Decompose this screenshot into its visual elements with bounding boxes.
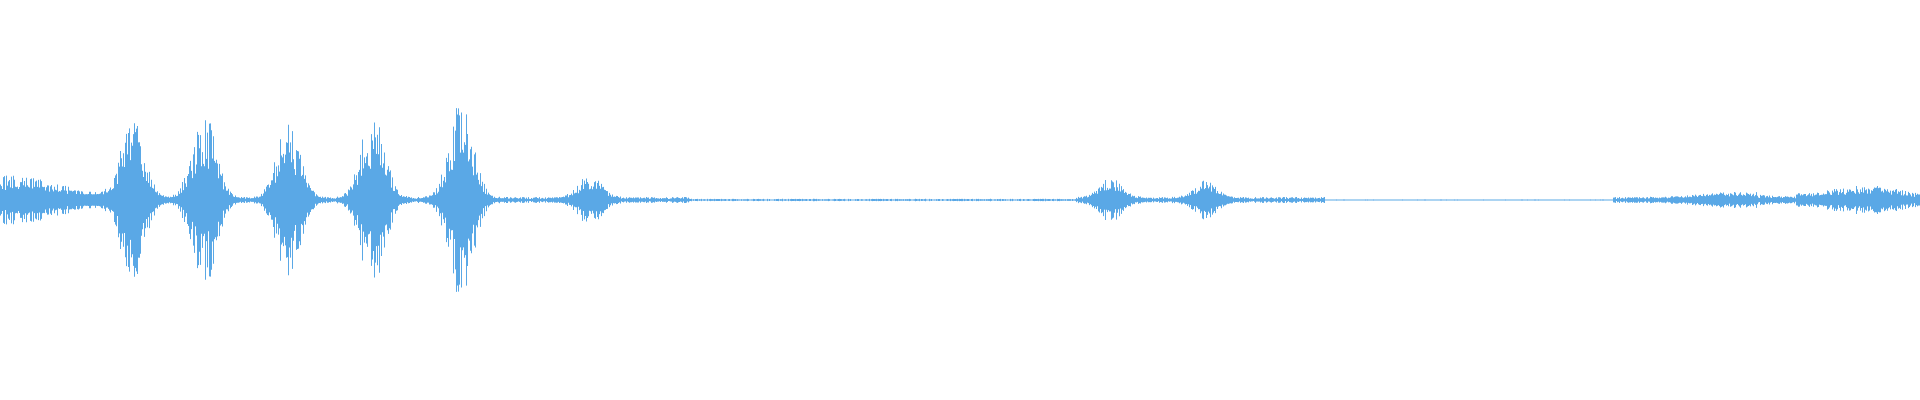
waveform-bars [0,108,1920,292]
